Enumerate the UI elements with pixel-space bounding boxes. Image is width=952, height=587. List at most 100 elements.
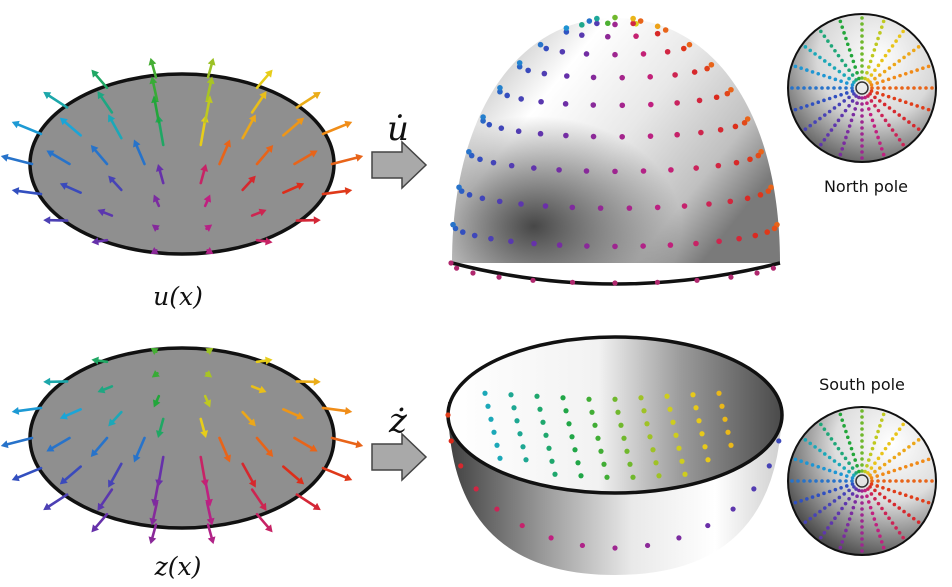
sample-point — [468, 152, 475, 159]
sample-point — [882, 69, 887, 74]
vector-arrow — [46, 436, 71, 452]
sample-point — [860, 70, 864, 74]
sample-point — [808, 516, 813, 521]
sample-point — [586, 396, 592, 402]
sample-point — [466, 192, 473, 198]
sample-point — [627, 461, 633, 467]
sample-point — [543, 45, 550, 52]
sample-point — [901, 142, 905, 147]
vector-arrow — [255, 237, 273, 246]
sample-point — [926, 64, 931, 69]
sample-point — [854, 78, 858, 82]
sample-point — [845, 435, 850, 440]
sample-point — [883, 118, 888, 123]
sample-point — [881, 19, 886, 24]
sample-point — [844, 36, 848, 41]
sample-point — [900, 86, 904, 90]
sample-point — [872, 517, 877, 521]
sample-point — [822, 73, 826, 78]
sample-point — [881, 485, 885, 490]
sample-point — [860, 507, 864, 511]
sample-point — [578, 473, 584, 479]
sample-point — [868, 452, 873, 457]
sample-point — [612, 243, 618, 250]
sample-point — [868, 485, 872, 489]
sample-point — [921, 105, 925, 110]
sample-point — [619, 74, 626, 81]
sample-point — [842, 73, 847, 77]
sample-point — [569, 434, 575, 440]
sample-point — [485, 403, 491, 409]
vector-arrow — [204, 224, 213, 232]
sample-point — [583, 51, 590, 57]
sample-point — [827, 502, 832, 507]
sample-point — [854, 471, 858, 475]
sample-point — [911, 516, 916, 521]
sample-point — [827, 75, 832, 80]
sample-point — [837, 102, 842, 107]
sample-point — [869, 492, 874, 496]
sample-point — [511, 405, 517, 411]
sample-point — [860, 495, 864, 499]
vector-arrow — [108, 462, 123, 488]
sample-point — [847, 103, 851, 108]
sample-point — [491, 429, 497, 435]
sample-point — [881, 472, 885, 477]
sample-point — [844, 81, 849, 85]
sample-point — [744, 195, 751, 202]
vector-arrow — [241, 410, 256, 427]
sample-point — [855, 70, 859, 75]
sample-point — [604, 33, 611, 40]
sample-point — [842, 424, 846, 428]
sample-point — [874, 435, 879, 440]
sample-point — [836, 446, 841, 451]
sample-point — [918, 479, 922, 483]
sample-point — [836, 53, 841, 58]
vector-arrow — [148, 57, 158, 79]
north-pole-label: North pole — [824, 177, 908, 196]
vector-arrow — [97, 488, 114, 511]
sample-point — [694, 277, 700, 283]
sample-point — [702, 444, 708, 450]
sample-point — [860, 150, 864, 154]
sample-point — [494, 442, 500, 448]
sample-point — [847, 68, 851, 73]
vector-arrow — [255, 69, 273, 90]
sample-point — [708, 61, 715, 68]
sample-point — [793, 500, 798, 505]
vector-arrow — [97, 385, 114, 394]
sample-point — [833, 441, 837, 446]
sample-point — [924, 479, 928, 483]
vector-arrow — [241, 462, 256, 488]
sample-point — [887, 106, 892, 110]
sample-point — [860, 433, 864, 437]
sample-point — [863, 469, 867, 474]
sample-point — [453, 265, 460, 271]
sample-point — [854, 487, 858, 491]
sample-point — [847, 496, 851, 501]
vector-arrow — [0, 436, 34, 449]
vector-arrow — [90, 145, 109, 166]
sample-point — [736, 235, 742, 242]
sample-point — [832, 459, 837, 463]
sample-point — [563, 29, 570, 35]
sample-point — [852, 485, 856, 489]
sample-point — [827, 468, 832, 473]
sample-point — [805, 497, 809, 501]
vector-arrow — [149, 501, 159, 526]
sample-point — [860, 489, 864, 493]
sample-point — [883, 446, 888, 451]
sample-point — [860, 427, 864, 431]
sample-point — [873, 76, 877, 81]
sample-point — [860, 138, 864, 142]
sample-point — [879, 147, 884, 151]
vector-arrow — [91, 69, 109, 90]
sample-point — [897, 137, 902, 142]
sample-point — [556, 167, 562, 173]
vector-arrow — [97, 208, 114, 217]
sample-point — [845, 42, 850, 47]
sample-point — [796, 479, 800, 483]
sample-point — [844, 91, 849, 95]
sample-point — [897, 113, 902, 117]
lower-hemisphere — [445, 335, 784, 575]
